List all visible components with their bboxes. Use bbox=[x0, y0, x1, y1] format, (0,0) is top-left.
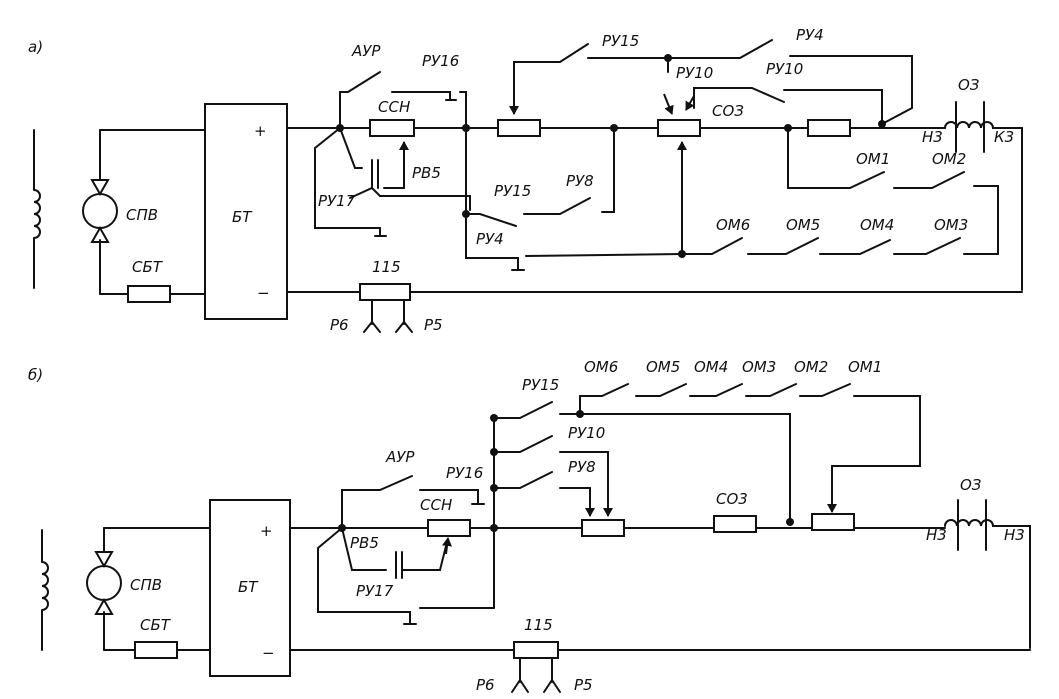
contact-ru17-a bbox=[314, 127, 387, 237]
generator-winding-b bbox=[41, 529, 49, 651]
contacts-om-b bbox=[559, 383, 921, 501]
plus-sign-a: + bbox=[254, 122, 267, 140]
label-om5-a: ОМ5 bbox=[786, 216, 820, 234]
label-k3-a: К3 bbox=[994, 128, 1014, 146]
label-so3-a: СОЗ bbox=[712, 102, 744, 120]
resistor-ssn-a bbox=[369, 119, 415, 137]
contact-aur-b bbox=[341, 475, 485, 529]
label-n3-a: Н3 bbox=[922, 128, 943, 146]
label-rv5-b: РВ5 bbox=[350, 534, 379, 552]
block-bt-b bbox=[209, 499, 291, 677]
label-aur-a: АУР bbox=[351, 42, 381, 60]
label-p6-b: Р6 bbox=[476, 676, 495, 694]
label-om1-a: ОМ1 bbox=[856, 150, 890, 168]
label-om4-a: ОМ4 bbox=[860, 216, 894, 234]
contact-ru17-b bbox=[317, 527, 495, 625]
contact-ru4-mid-a bbox=[465, 213, 683, 271]
generator-spv-b bbox=[86, 527, 211, 651]
label-ru10-b-a: РУ10 bbox=[766, 60, 803, 78]
label-p5-a: Р5 bbox=[424, 316, 443, 334]
relay-rv5-a bbox=[339, 127, 405, 189]
label-n3-left-b: Н3 bbox=[926, 526, 947, 544]
generator-winding-a bbox=[33, 129, 41, 289]
label-ru15-b: РУ15 bbox=[522, 376, 559, 394]
label-spv-b: СПВ bbox=[130, 576, 162, 594]
part-label-b: б) bbox=[28, 366, 43, 384]
resistor-3-b bbox=[811, 513, 855, 531]
resistor-so3-a bbox=[657, 119, 701, 137]
block-bt-a bbox=[204, 103, 288, 320]
label-ru16-b: РУ16 bbox=[446, 464, 483, 482]
label-p5-b: Р5 bbox=[574, 676, 593, 694]
label-o3-b: ОЗ bbox=[960, 476, 982, 494]
label-ru10-a: РУ10 bbox=[676, 64, 713, 82]
coil-o3-a bbox=[944, 101, 1023, 291]
contacts-om1-om2-a bbox=[787, 127, 999, 255]
label-ru16-a: РУ16 bbox=[422, 52, 459, 70]
label-bt-a: БТ bbox=[232, 208, 253, 226]
resistor-so3-b bbox=[713, 515, 757, 533]
label-om1-b: ОМ1 bbox=[848, 358, 882, 376]
label-115-b: 115 bbox=[524, 616, 553, 634]
label-om5-b: ОМ5 bbox=[646, 358, 680, 376]
resistor-sbt-a bbox=[127, 285, 171, 303]
label-om3-a: ОМ3 bbox=[934, 216, 968, 234]
label-ru8-b: РУ8 bbox=[568, 458, 596, 476]
label-ru15-mid-a: РУ15 bbox=[494, 182, 531, 200]
label-115-a: 115 bbox=[372, 258, 401, 276]
generator-spv-a bbox=[82, 129, 206, 295]
bus-b bbox=[493, 401, 553, 609]
label-ru4-top-a: РУ4 bbox=[796, 26, 824, 44]
plus-sign-b: + bbox=[260, 522, 273, 540]
resistor-115-a bbox=[359, 283, 411, 301]
label-om6-a: ОМ6 bbox=[716, 216, 750, 234]
label-om3-b: ОМ3 bbox=[742, 358, 776, 376]
resistor-2-b bbox=[581, 519, 625, 537]
label-om4-b: ОМ4 bbox=[694, 358, 728, 376]
label-om2-a: ОМ2 bbox=[932, 150, 966, 168]
minus-sign-b: − bbox=[262, 644, 275, 662]
resistor-115-b bbox=[513, 641, 559, 659]
resistor-2-a bbox=[497, 119, 541, 137]
label-o3-a: ОЗ bbox=[958, 76, 980, 94]
diagram-b: б) СПВ СБТ БТ + − ССН АУР РУ16 bbox=[28, 358, 1031, 694]
label-bt-b: БТ bbox=[238, 578, 259, 596]
label-ssn-b: ССН bbox=[420, 496, 452, 514]
label-sbt-b: СБТ bbox=[140, 616, 172, 634]
diagram-a: а) СПВ СБТ БТ + − ССН АУР bbox=[28, 26, 1023, 334]
contact-ru15-ru8-a bbox=[465, 127, 615, 227]
label-sbt-a: СБТ bbox=[132, 258, 164, 276]
label-spv-a: СПВ bbox=[126, 206, 158, 224]
label-aur-b: АУР bbox=[385, 448, 415, 466]
resistor-ssn-b bbox=[427, 519, 471, 537]
label-ru15-top-a: РУ15 bbox=[602, 32, 639, 50]
label-n3-right-b: Н3 bbox=[1004, 526, 1025, 544]
coil-o3-b bbox=[944, 499, 1031, 649]
label-om6-b: ОМ6 bbox=[584, 358, 618, 376]
label-so3-b: СО3 bbox=[716, 490, 748, 508]
label-ru17-b: РУ17 bbox=[356, 582, 394, 600]
label-ru8-a: РУ8 bbox=[566, 172, 594, 190]
label-ru4-mid-a: РУ4 bbox=[476, 230, 504, 248]
minus-sign-a: − bbox=[257, 284, 270, 302]
resistor-3-a bbox=[807, 119, 851, 137]
contacts-om3-om6-a bbox=[681, 237, 999, 255]
resistor-sbt-b bbox=[134, 641, 178, 659]
part-label-a: а) bbox=[28, 38, 43, 56]
contact-aur-a bbox=[339, 71, 467, 129]
label-ssn-a: ССН bbox=[378, 98, 410, 116]
label-rv5-a: РВ5 bbox=[412, 164, 441, 182]
label-ru10-b: РУ10 bbox=[568, 424, 605, 442]
label-p6-a: Р6 bbox=[330, 316, 349, 334]
label-ru17-a: РУ17 bbox=[318, 192, 356, 210]
label-om2-b: ОМ2 bbox=[794, 358, 828, 376]
